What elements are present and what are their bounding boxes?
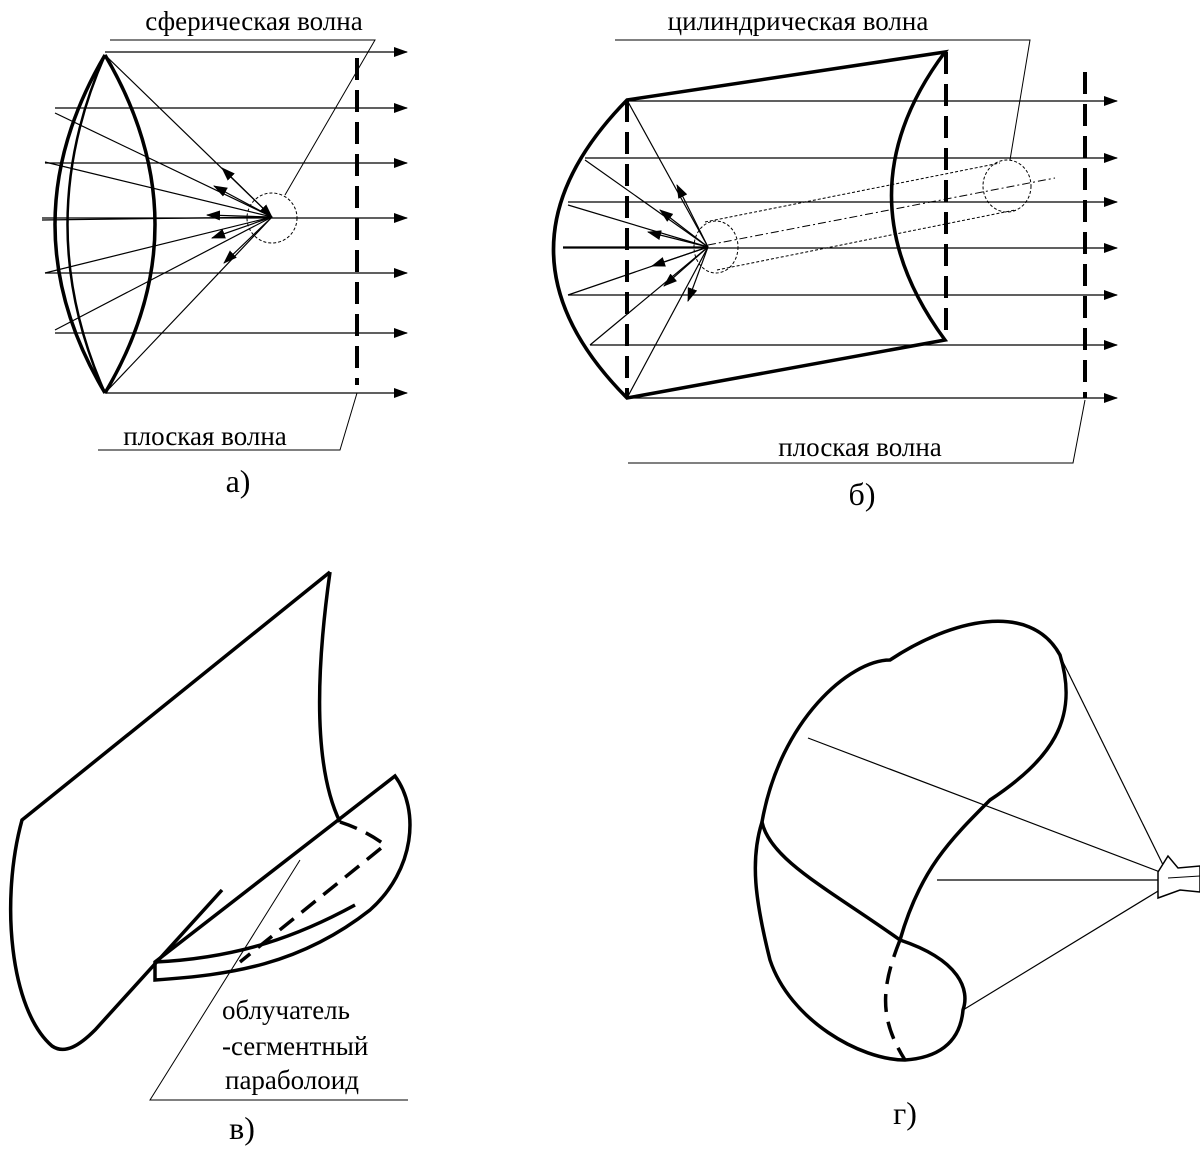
- shaped-reflector-outline: [760, 619, 1068, 941]
- cylindrical-reflector: [551, 49, 949, 400]
- caption-d: г): [893, 1095, 917, 1131]
- feed-horn-inner: [1167, 875, 1200, 879]
- leader-feed: [149, 859, 408, 1101]
- focal-tube-bottom: [716, 209, 1016, 271]
- leader-plane-b: [628, 399, 1086, 464]
- label-cylindrical-wave: цилиндрическая волна: [668, 6, 929, 36]
- label-plane-wave-a: плоская волна: [123, 421, 287, 451]
- caption-a: а): [226, 463, 251, 499]
- label-plane-wave-b: плоская волна: [778, 432, 942, 462]
- focal-tube-top: [704, 162, 1001, 223]
- focal-circle-far: [982, 159, 1032, 213]
- caption-c: в): [229, 1110, 255, 1146]
- converging-rays: [41, 54, 273, 394]
- label-feed-line1: облучатель: [222, 995, 350, 1025]
- leader-spherical: [110, 39, 376, 196]
- focal-axis: [707, 177, 1056, 246]
- leader-cylindrical: [615, 39, 1031, 161]
- panel-a: сферическая волна плоская волна а): [41, 6, 408, 499]
- reflector-front-arc: [103, 54, 157, 394]
- panel-c: облучатель -сегментный параболоид в): [9, 570, 412, 1146]
- label-spherical-wave: сферическая волна: [145, 6, 362, 36]
- converging-rays-b: [563, 99, 709, 399]
- shaped-reflector-lower: [753, 815, 967, 1062]
- hidden-edge-d: [883, 939, 907, 1061]
- plane-rays-b: [563, 96, 1118, 403]
- panel-d: г): [753, 619, 1200, 1131]
- segment-paraboloid-feed: [153, 773, 412, 982]
- caption-b: б): [849, 476, 876, 512]
- feed-lower-edge: [154, 903, 356, 964]
- label-feed-line3: параболоид: [225, 1065, 359, 1095]
- label-feed-line2: -сегментный: [222, 1031, 368, 1061]
- leader-plane: [98, 392, 358, 451]
- reflector-inner-arc: [66, 54, 107, 394]
- parabolic-cylinder-reflector: [9, 570, 332, 1052]
- plane-rays: [42, 47, 408, 398]
- feed-rays-d: [807, 659, 1169, 1011]
- panel-b: цилиндрическая волна плоская волна б): [551, 6, 1118, 512]
- reflector-outer-arc: [53, 54, 107, 394]
- reflector-edge-curve: [317, 571, 342, 823]
- hidden-edge: [238, 820, 388, 964]
